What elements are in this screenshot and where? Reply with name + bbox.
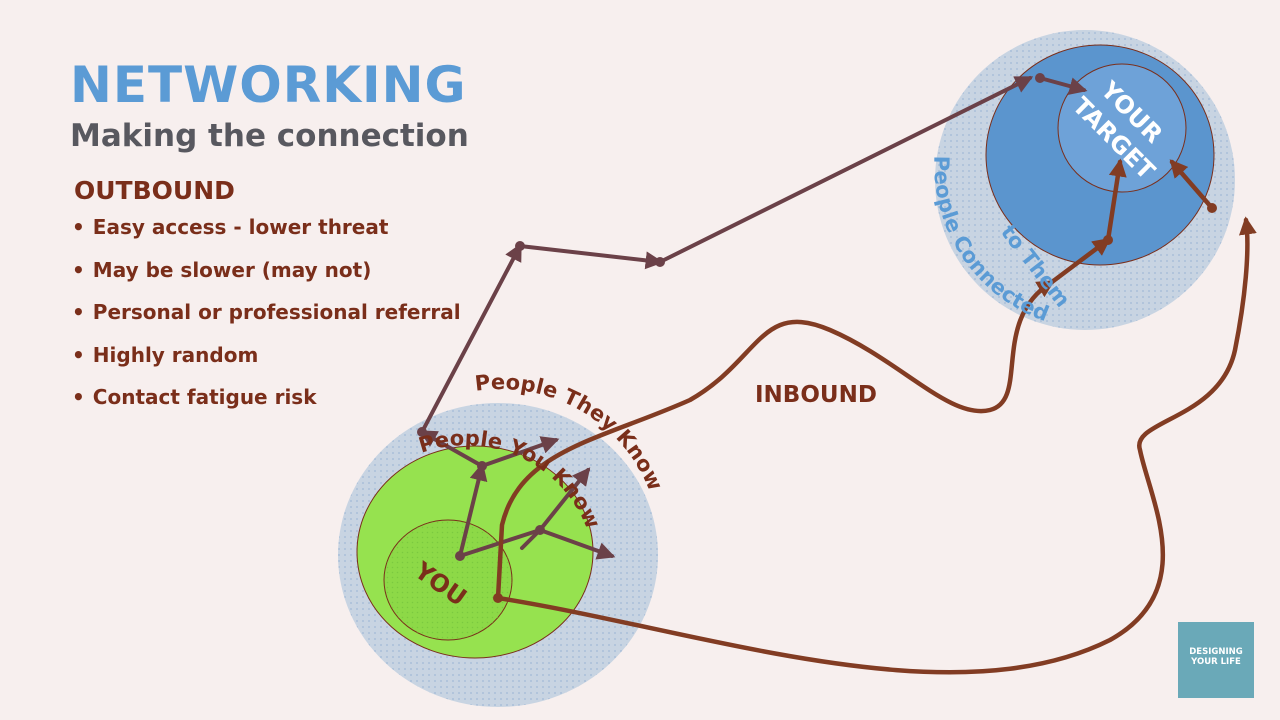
bullet-dot-icon: •	[72, 215, 85, 239]
bullet-text: Personal or professional referral	[92, 300, 461, 324]
bullet-dot-icon: •	[72, 300, 85, 324]
outbound-heading: OUTBOUND	[74, 176, 235, 205]
outbound-bullet-list: • Easy access - lower threat • May be slow…	[72, 213, 461, 426]
inbound-label: INBOUND	[755, 382, 877, 408]
logo-line: DESIGNING	[1189, 647, 1243, 657]
bullet-item: • Contact fatigue risk	[72, 383, 461, 426]
bullet-text: May be slower (may not)	[92, 257, 372, 282]
network-nodes	[417, 73, 1045, 561]
bullet-item: • May be slower (may not)	[72, 256, 461, 299]
bullet-text: Contact fatigue risk	[92, 385, 317, 409]
bullet-text: Easy access - lower threat	[92, 215, 389, 239]
inbound-nodes	[493, 203, 1217, 603]
bullet-dot-icon: •	[72, 385, 85, 409]
bullet-item: • Highly random	[72, 341, 461, 384]
inbound-arrows	[495, 158, 1257, 675]
bullet-item: • Easy access - lower threat	[72, 213, 461, 256]
bullet-dot-icon: •	[72, 257, 85, 282]
bullet-text: Highly random	[92, 342, 259, 367]
logo-line: YOUR LIFE	[1191, 656, 1241, 667]
page-title: NETWORKING	[70, 56, 467, 114]
bullet-item: • Personal or professional referral	[72, 298, 461, 341]
page-subtitle: Making the connection	[70, 118, 469, 154]
designing-your-life-logo: DESIGNING YOUR LIFE	[1178, 622, 1254, 698]
bullet-dot-icon: •	[72, 342, 85, 367]
target-circle	[1057, 63, 1187, 193]
